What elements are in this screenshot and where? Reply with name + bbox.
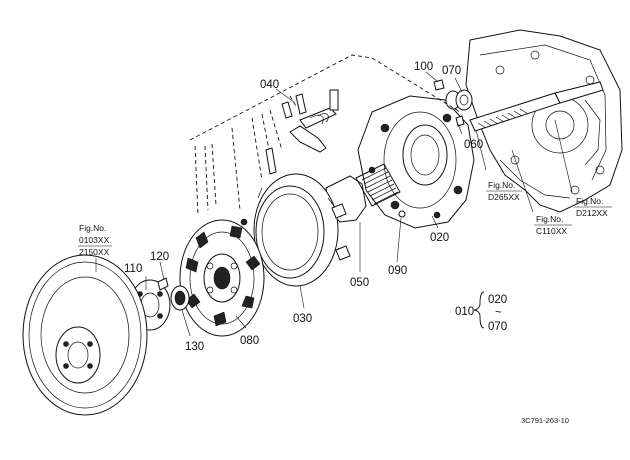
small-fasteners (398, 79, 473, 218)
range-tilde: ~ (495, 307, 502, 319)
fig-ref-flywheel-line1: 0103XX (79, 235, 110, 245)
leader-lines (145, 71, 573, 337)
pressure-ring (253, 173, 351, 287)
drawing-code: 3C791-263-10 (521, 416, 569, 425)
pilot-bearing (170, 285, 190, 311)
callout-040: 040 (260, 79, 279, 91)
callout-080: 080 (240, 335, 259, 347)
callout-070: 070 (442, 65, 461, 77)
release-lever-assembly (281, 89, 339, 153)
callout-010: 010 (455, 306, 474, 318)
fig-ref-housing-d: Fig.No. D212XX (574, 196, 612, 218)
callout-110: 110 (124, 263, 142, 275)
fig-ref-housing-d-label: Fig.No. (576, 196, 603, 206)
callout-130: 130 (185, 341, 204, 353)
pressure-plate-assembly (357, 95, 475, 229)
assembly-bracket (189, 54, 461, 226)
range-from: 020 (488, 294, 507, 306)
callout-050: 050 (350, 277, 369, 289)
fig-ref-housing-c: Fig.No. C110XX (534, 214, 572, 236)
callout-020: 020 (430, 232, 449, 244)
callout-030: 030 (293, 313, 312, 325)
range-note: 020 ~ 070 (473, 291, 507, 333)
flywheel (22, 254, 148, 416)
callout-labels: 040 100 070 060 020 050 090 030 080 130 … (124, 61, 483, 353)
fig-ref-housing-c-line1: C110XX (536, 226, 567, 236)
fig-ref-flywheel: Fig.No. 0103XX 2150XX (78, 223, 112, 272)
fig-ref-housing-c-label: Fig.No. (536, 214, 563, 224)
input-shaft (469, 81, 604, 132)
callout-100: 100 (414, 61, 433, 73)
fig-ref-housing-d-line1: D212XX (576, 208, 608, 218)
clutch-disc (179, 219, 265, 337)
callout-120: 120 (150, 251, 169, 263)
callout-060: 060 (464, 139, 483, 151)
fig-ref-shaft-line1: D265XX (488, 192, 520, 202)
callout-090: 090 (388, 265, 407, 277)
transmission-housing (465, 29, 623, 213)
fig-ref-shaft-label: Fig.No. (488, 180, 515, 190)
range-to: 070 (488, 321, 507, 333)
fig-ref-flywheel-label: Fig.No. (79, 223, 106, 233)
fig-ref-flywheel-line2: 2150XX (79, 247, 110, 257)
fig-ref-shaft: Fig.No. D265XX (486, 180, 522, 202)
